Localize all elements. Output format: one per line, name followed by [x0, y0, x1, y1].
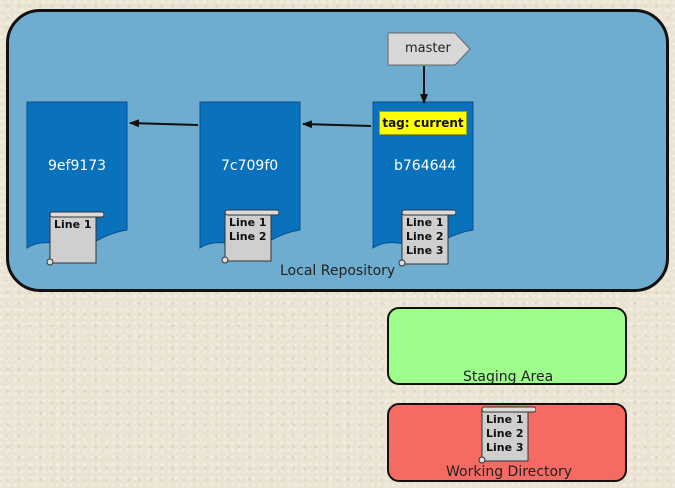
scroll-icon [221, 209, 279, 264]
file-scroll-working-directory: Line 1 Line 2 Line 3 [478, 406, 536, 464]
file-line: Line 3 [486, 441, 524, 454]
working-directory-label: Working Directory [446, 464, 573, 480]
file-scroll-commit-1: Line 1 [46, 211, 104, 266]
parent-arrow-1 [129, 119, 199, 128]
scroll-text: Line 1 Line 2 Line 3 [406, 216, 444, 258]
commit-id-7c709f0: 7c709f0 [221, 158, 279, 174]
file-line: Line 1 [406, 216, 444, 229]
file-line: Line 1 [54, 218, 92, 231]
file-line: Line 1 [486, 413, 524, 426]
tag-current[interactable]: tag: current [379, 111, 467, 135]
scroll-icon [478, 406, 536, 464]
scroll-text: Line 1 Line 2 [229, 216, 267, 244]
parent-arrow-2 [302, 120, 372, 129]
staging-area-label: Staging Area [463, 369, 554, 385]
local-repository-label: Local Repository [280, 263, 396, 279]
file-line: Line 2 [406, 230, 444, 243]
file-line: Line 2 [229, 230, 267, 243]
file-line: Line 3 [406, 244, 444, 257]
commit-id-b764644: b764644 [394, 158, 457, 174]
staging-area [387, 307, 627, 385]
master-branch-label: master [405, 41, 451, 56]
commit-id-9ef9173: 9ef9173 [48, 158, 107, 174]
scroll-text: Line 1 [54, 218, 92, 232]
file-line: Line 2 [486, 427, 524, 440]
file-scroll-commit-3: Line 1 Line 2 Line 3 [398, 209, 456, 267]
scroll-icon [46, 211, 104, 266]
file-scroll-commit-2: Line 1 Line 2 [221, 209, 279, 264]
scroll-text: Line 1 Line 2 Line 3 [486, 413, 524, 455]
scroll-icon [398, 209, 456, 267]
master-branch-shape[interactable] [387, 32, 471, 66]
file-line: Line 1 [229, 216, 267, 229]
